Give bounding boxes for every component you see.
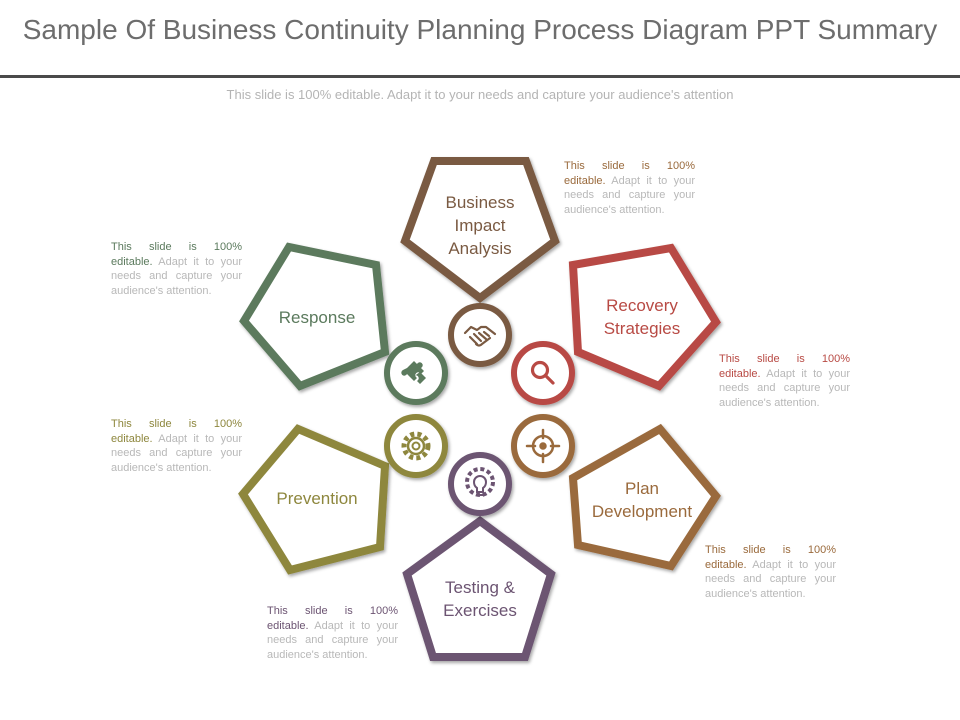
label-plan-development-1: Plan xyxy=(625,479,659,498)
circle-testing-exercises xyxy=(448,452,512,516)
label-business-impact-analysis-2: Impact xyxy=(454,216,505,235)
crosshair-icon xyxy=(525,428,561,464)
circle-plan-development xyxy=(511,414,575,478)
note-rest: Adapt it to your needs and capture your … xyxy=(267,619,398,661)
note-lead: This slide is 100% editable. xyxy=(719,353,850,380)
step-recovery-strategies: Recovery Strategies xyxy=(568,243,721,391)
label-response: Response xyxy=(279,308,356,327)
circle-response xyxy=(384,341,448,405)
label-prevention: Prevention xyxy=(276,489,357,508)
note-lead: This slide is 100% editable. xyxy=(705,544,836,571)
pentagon-prevention xyxy=(238,424,390,575)
gear-icon xyxy=(401,431,431,461)
step-response: Response xyxy=(239,242,390,391)
page-title: Sample Of Business Continuity Planning P… xyxy=(22,14,938,45)
note-lead: This slide is 100% editable. xyxy=(111,241,242,268)
pentagon-testing-exercises xyxy=(402,516,556,661)
step-plan-development: Plan Development xyxy=(568,423,721,571)
pentagon-recovery-strategies xyxy=(568,243,721,391)
note-lead: This slide is 100% editable. xyxy=(564,160,695,187)
note-lead: This slide is 100% editable. xyxy=(111,418,242,445)
note-rest: Adapt it to your needs and capture your … xyxy=(111,432,242,474)
note-recovery-strategies: This slide is 100% editable. Adapt it to… xyxy=(719,352,850,410)
note-rest: Adapt it to your needs and capture your … xyxy=(705,558,836,600)
pentagon-response xyxy=(239,242,390,391)
circle-recovery-strategies xyxy=(511,341,575,405)
label-recovery-strategies-2: Strategies xyxy=(604,319,681,338)
note-response: This slide is 100% editable. Adapt it to… xyxy=(111,240,242,298)
search-icon xyxy=(530,360,555,385)
label-plan-development-2: Development xyxy=(592,502,692,521)
pentagon-business-impact-analysis xyxy=(400,157,560,304)
circle-business-impact-analysis xyxy=(448,303,512,367)
circle-prevention xyxy=(384,414,448,478)
step-testing-exercises: Testing & Exercises xyxy=(402,516,556,661)
note-rest: Adapt it to your needs and capture your … xyxy=(564,174,695,216)
label-testing-exercises-2: Exercises xyxy=(443,601,517,620)
label-business-impact-analysis-1: Business xyxy=(446,193,515,212)
label-business-impact-analysis-3: Analysis xyxy=(448,239,511,258)
note-rest: Adapt it to your needs and capture your … xyxy=(111,255,242,297)
note-business-impact-analysis: This slide is 100% editable. Adapt it to… xyxy=(564,159,695,217)
note-rest: Adapt it to your needs and capture your … xyxy=(719,367,850,409)
label-testing-exercises-1: Testing & xyxy=(445,578,516,597)
title-divider xyxy=(0,75,960,78)
note-prevention: This slide is 100% editable. Adapt it to… xyxy=(111,417,242,475)
step-prevention: Prevention xyxy=(238,424,390,575)
note-plan-development: This slide is 100% editable. Adapt it to… xyxy=(705,543,836,601)
step-business-impact-analysis: Business Impact Analysis xyxy=(400,157,560,304)
puzzle-icon xyxy=(401,361,426,384)
label-recovery-strategies-1: Recovery xyxy=(606,296,678,315)
note-testing-exercises: This slide is 100% editable. Adapt it to… xyxy=(267,604,398,662)
note-lead: This slide is 100% editable. xyxy=(267,605,398,632)
pentagon-plan-development xyxy=(568,423,721,571)
page-subtitle: This slide is 100% editable. Adapt it to… xyxy=(226,87,734,102)
handshake-icon xyxy=(463,325,497,347)
lightbulb-gear-icon xyxy=(465,467,495,497)
